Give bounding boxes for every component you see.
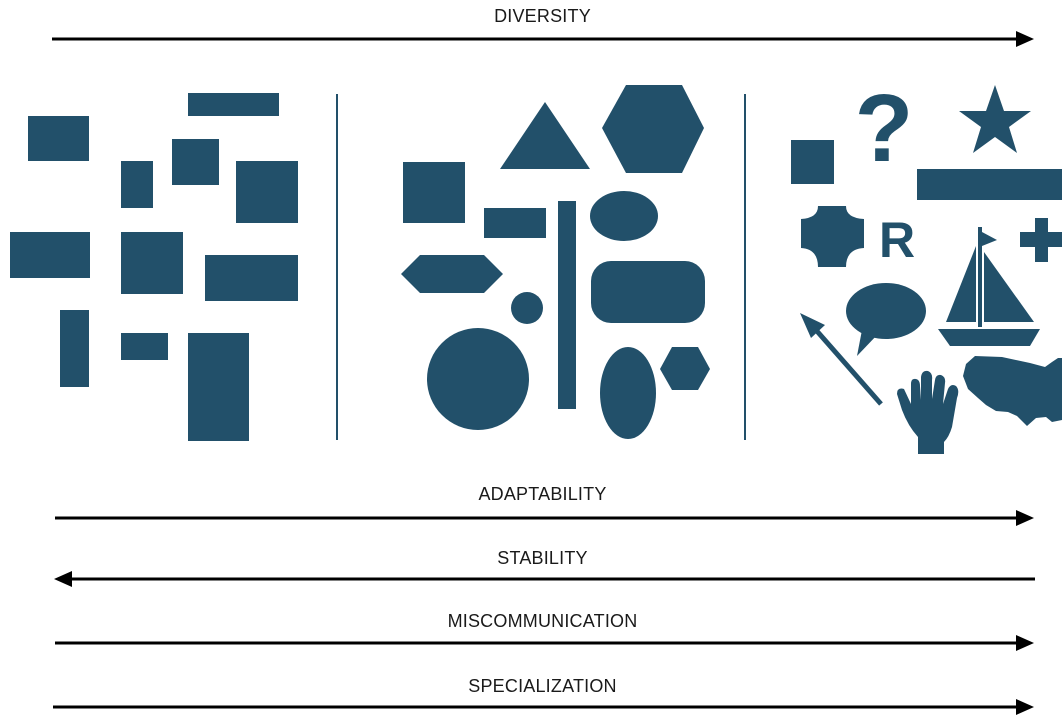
star-icon [959, 85, 1031, 153]
rect-shape [10, 232, 90, 278]
tall-ellipse-shape [600, 347, 656, 439]
small-hexagon-shape [660, 347, 710, 390]
letter-r-icon: R [879, 212, 915, 268]
rect-shape [188, 93, 279, 116]
question-mark-icon: ? [855, 75, 914, 182]
square-shape [403, 162, 465, 223]
miscommunication-label: MISCOMMUNICATION [447, 611, 638, 631]
rect-shape [484, 208, 546, 238]
rect-shape [205, 255, 298, 301]
adaptability-arrow [55, 510, 1034, 526]
miscommunication-arrow [55, 635, 1034, 651]
stability-arrow [54, 571, 1035, 587]
flat-hexagon-shape [401, 255, 503, 293]
rounded-cross-icon [801, 206, 864, 267]
rect-shape [60, 310, 89, 387]
hexagon-shape [602, 85, 704, 173]
sailboat-icon [938, 227, 1040, 346]
vertical-bar-shape [558, 201, 576, 409]
ellipse-shape [590, 191, 658, 241]
rect-shape [121, 161, 153, 208]
panel-rectangles [10, 93, 298, 441]
triangle-shape [500, 102, 590, 169]
diversity-arrow [52, 31, 1034, 47]
usa-map-icon [963, 356, 1062, 426]
stability-label: STABILITY [497, 548, 588, 568]
long-bar-shape [917, 169, 1062, 200]
rect-shape [236, 161, 298, 223]
rect-shape [172, 139, 219, 185]
rect-shape [28, 116, 89, 161]
speech-bubble-icon [846, 283, 926, 356]
diversity-label: DIVERSITY [494, 6, 591, 26]
small-circle-shape [511, 292, 543, 324]
large-circle-shape [427, 328, 529, 430]
rect-shape [188, 333, 249, 441]
small-square-shape [791, 140, 834, 184]
specialization-label: SPECIALIZATION [468, 676, 617, 696]
rect-shape [121, 333, 168, 360]
panel-symbols: ? R [791, 75, 1062, 454]
rect-shape [121, 232, 183, 294]
rounded-rect-shape [591, 261, 705, 323]
panel-geometric [401, 85, 710, 439]
hand-icon [897, 370, 959, 454]
plus-icon [1020, 218, 1062, 262]
diagonal-arrow-icon [800, 313, 883, 406]
adaptability-label: ADAPTABILITY [478, 484, 607, 504]
specialization-arrow [53, 699, 1034, 715]
